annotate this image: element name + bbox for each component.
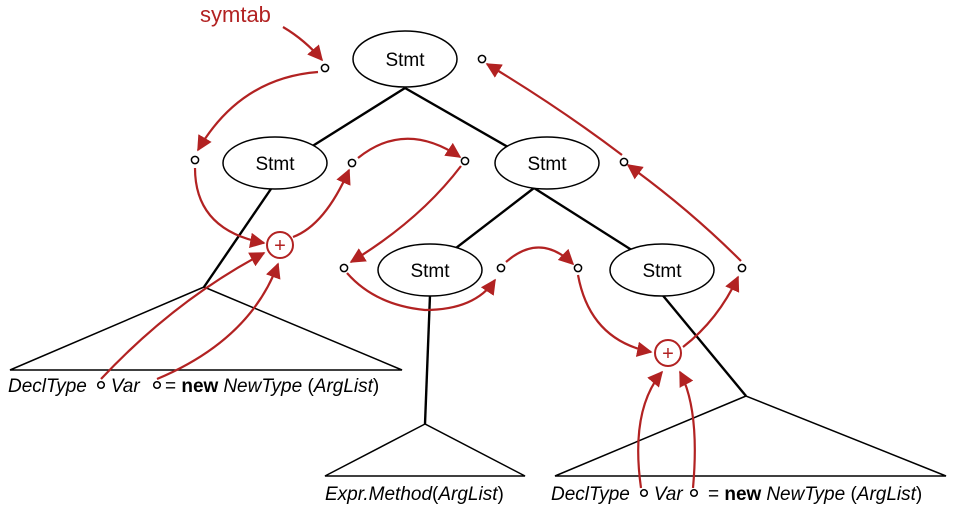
arrow-plus2-to-decl2-out xyxy=(682,275,740,348)
open-paren: ( xyxy=(845,484,857,505)
arrow-left-out-to-right-in xyxy=(357,137,462,159)
root-out-dot xyxy=(477,54,487,64)
open-paren: ( xyxy=(302,376,314,397)
var-text: Var xyxy=(654,484,684,505)
close-paren: ) xyxy=(373,376,379,397)
left-out-dot xyxy=(347,158,357,168)
triangle-decl2 xyxy=(554,395,947,477)
arrow-expr-out-to-decl2-in xyxy=(505,246,575,266)
right-in-dot xyxy=(460,156,470,166)
stmt-label: Stmt xyxy=(255,154,295,175)
arrow-right-in-to-expr-in xyxy=(349,165,462,263)
arrow-decl2-out-to-right-out xyxy=(626,164,742,262)
arglist-text: ArgList xyxy=(856,484,917,505)
decltype-text: DeclType xyxy=(8,376,87,397)
equals-text: = xyxy=(160,376,182,397)
close-paren: ) xyxy=(916,484,922,505)
var-dot-2 xyxy=(689,488,699,498)
new-keyword: new xyxy=(181,376,218,397)
arrow-right-out-to-root-out xyxy=(485,63,623,156)
symtab-label: symtab xyxy=(200,2,271,27)
decltype-text: DeclType xyxy=(551,484,630,505)
attribute-dots xyxy=(190,54,747,273)
plus-label: + xyxy=(274,235,286,257)
equals-text: = xyxy=(703,484,725,505)
arrow-symtab-in xyxy=(282,26,323,62)
plus-node-2: + xyxy=(654,339,682,367)
stmt-node-expr: Stmt xyxy=(377,243,483,297)
edge-expr-subtree xyxy=(423,294,432,425)
triangle-decl1 xyxy=(9,286,403,371)
arrow-expr-in-to-expr-out xyxy=(346,272,496,312)
root-in-dot xyxy=(320,63,330,73)
arrow-decltype1-to-plus1 xyxy=(100,252,266,380)
left-in-dot xyxy=(190,155,200,165)
arrow-left-in-to-plus1 xyxy=(193,167,266,248)
stmt-node-left: Stmt xyxy=(222,136,328,190)
stmt-node-decl2: Stmt xyxy=(609,243,715,297)
stmt-label: Stmt xyxy=(385,50,425,71)
expr-method-text: Expr.Method xyxy=(325,484,433,505)
new-keyword: new xyxy=(724,484,761,505)
arrow-decl2-in-to-plus2 xyxy=(576,274,653,357)
stmt-label: Stmt xyxy=(527,154,567,175)
arrow-decltype2-to-plus2 xyxy=(637,370,663,489)
stmt-node-right: Stmt xyxy=(494,136,600,190)
arglist-text: ArgList xyxy=(437,484,498,505)
plus-node-1: + xyxy=(266,231,294,259)
newtype-text: NewType xyxy=(766,484,845,505)
arrow-var1-to-plus1 xyxy=(156,262,281,381)
arrow-root-to-left-in xyxy=(197,70,319,152)
symtab-arrows xyxy=(100,26,742,489)
expr-out-dot xyxy=(496,263,506,273)
decltype-dot-1 xyxy=(96,380,106,390)
edge-decl2-subtree xyxy=(659,291,747,397)
decltype-dot-2 xyxy=(639,488,649,498)
open-paren: ( xyxy=(432,484,439,505)
stmt-label: Stmt xyxy=(410,261,450,282)
arrow-var2-to-plus2 xyxy=(679,370,696,489)
right-out-dot xyxy=(619,157,629,167)
newtype-text: NewType xyxy=(223,376,302,397)
stmt-node-root: Stmt xyxy=(352,30,458,88)
var-text: Var xyxy=(111,376,141,397)
triangle-expr xyxy=(324,423,526,477)
arrow-plus1-to-left-out xyxy=(292,168,351,239)
expr-method-label: Expr.Method(ArgList) xyxy=(325,484,504,505)
expr-in-dot xyxy=(339,263,349,273)
subtree-triangles xyxy=(9,286,947,477)
tree-edges xyxy=(203,86,747,425)
stmt-label: Stmt xyxy=(642,261,682,282)
var-dot-1 xyxy=(152,380,162,390)
close-paren: ) xyxy=(497,484,503,505)
arglist-text: ArgList xyxy=(313,376,374,397)
decl2-out-dot xyxy=(737,263,747,273)
decl2-in-dot xyxy=(573,263,583,273)
plus-label: + xyxy=(662,343,674,365)
